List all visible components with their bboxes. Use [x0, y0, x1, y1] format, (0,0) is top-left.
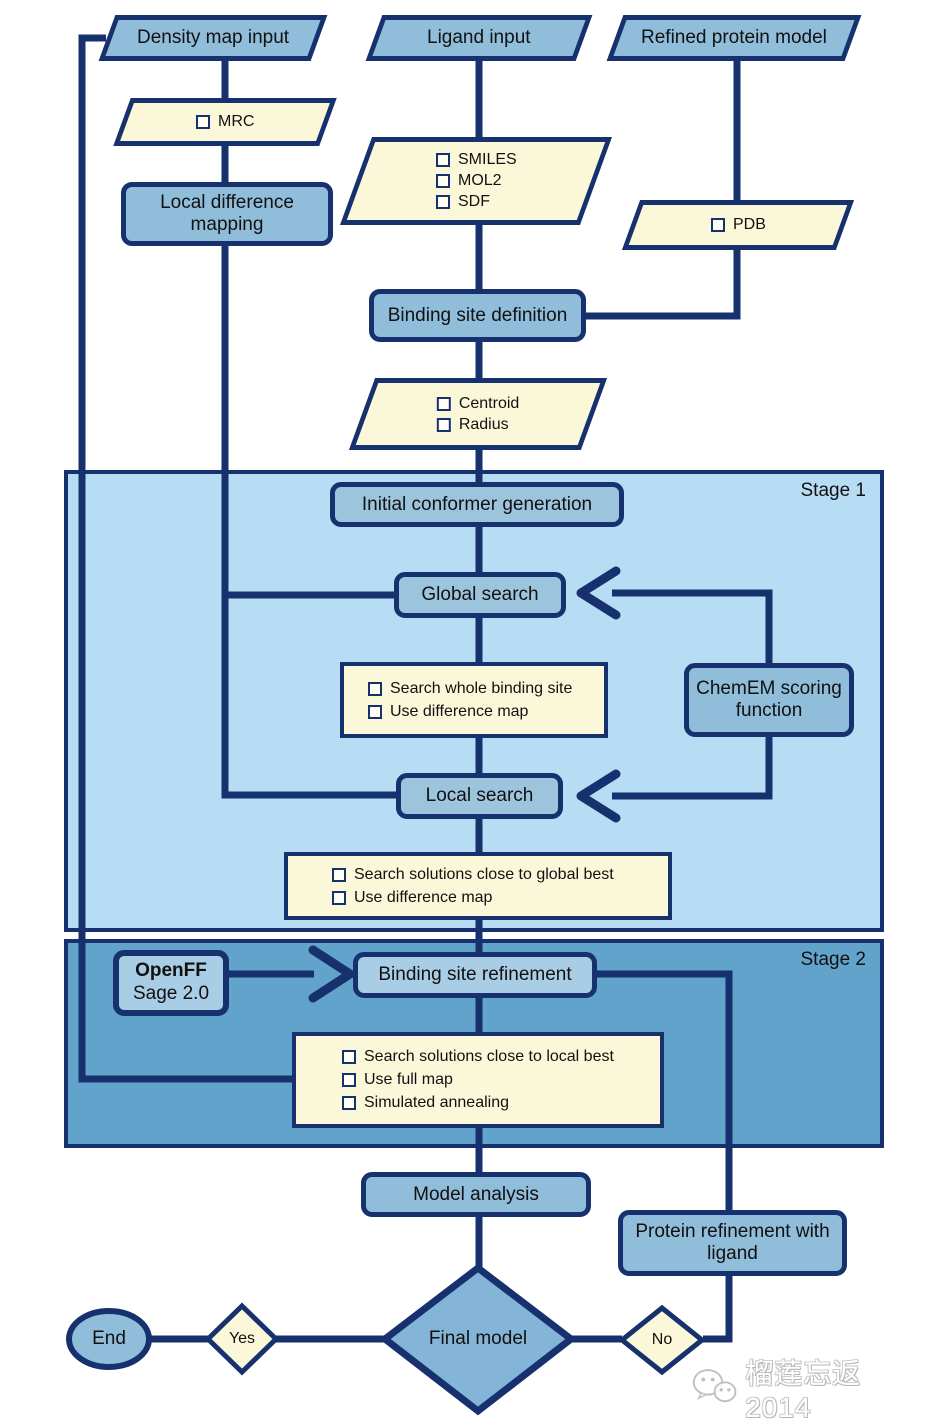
stage1-label: Stage 1 [800, 480, 867, 501]
binding-site-definition-label: Binding site definition [387, 304, 568, 326]
model-analysis-label: Model analysis [413, 1183, 539, 1205]
wechat-icon [692, 1369, 737, 1403]
node-binding-site-refinement: Binding site refinement [353, 952, 597, 998]
no-label: No [651, 1331, 673, 1348]
checkbox-icon [436, 396, 451, 411]
openff-version-label: Sage 2.0 [132, 983, 210, 1004]
edge-chemem-globalsearch [612, 589, 773, 664]
checkbox-icon [435, 174, 450, 188]
ligand-input-label: Ligand input [427, 27, 531, 48]
node-global-search: Global search [394, 572, 566, 618]
watermark-text: 榴莲忘返 2014 [745, 1358, 862, 1423]
refinement-option-label: Search solutions close to local best [364, 1048, 614, 1065]
checkbox-icon [368, 681, 382, 696]
initial-conformer-generation-label: Initial conformer generation [361, 493, 593, 515]
node-global-search-options: Search whole binding site Use difference… [340, 662, 608, 738]
site-parameter-item: Centroid [436, 394, 520, 413]
ligand-format-label: SDF [457, 193, 490, 210]
edge-densitymap-feedback [78, 34, 294, 1083]
ligand-format-item: SMILES [435, 151, 517, 169]
node-chemem-scoring-function: ChemEM scoring function [684, 663, 854, 737]
arrowhead-openff-icon [308, 945, 355, 1003]
ligand-format-item: SDF [435, 193, 490, 211]
node-local-search-options: Search solutions close to global best Us… [284, 852, 672, 920]
arrowhead-globalsearch-icon [576, 566, 621, 620]
checkbox-icon [368, 704, 382, 719]
refinement-option: Search solutions close to local best [342, 1048, 614, 1066]
ligand-format-item: MOL2 [435, 172, 502, 190]
local-search-option: Use difference map [332, 889, 492, 907]
pdb-item: PDB [710, 216, 766, 234]
global-search-label: Global search [421, 584, 539, 606]
node-local-search: Local search [396, 773, 563, 819]
checkbox-icon [342, 1050, 356, 1064]
node-binding-site-definition: Binding site definition [369, 289, 586, 342]
local-search-label: Local search [425, 785, 534, 807]
local-search-option-label: Search solutions close to global best [354, 865, 614, 883]
checkbox-icon [332, 890, 346, 905]
watermark: 榴莲忘返 2014 [690, 1352, 926, 1424]
site-parameter-label: Centroid [458, 394, 520, 412]
checkbox-icon [436, 417, 451, 432]
node-site-parameters: Centroid Radius [348, 378, 608, 450]
checkbox-icon [332, 867, 346, 882]
checkbox-icon [195, 115, 210, 129]
global-search-option-label: Search whole binding site [390, 679, 573, 697]
checkbox-icon [342, 1096, 356, 1110]
density-map-input-label: Density map input [136, 27, 290, 48]
mrc-item: MRC [195, 113, 255, 131]
protein-refinement-label: Protein refinement with ligand [635, 1221, 830, 1264]
node-pdb-format: PDB [621, 200, 855, 250]
node-ligand-input: Ligand input [365, 15, 593, 61]
edge-chemem-localsearch [612, 735, 773, 800]
refined-protein-model-label: Refined protein model [641, 27, 827, 48]
site-parameter-label: Radius [458, 415, 509, 433]
node-initial-conformer-generation: Initial conformer generation [330, 482, 624, 527]
global-search-option-label: Use difference map [390, 702, 529, 720]
local-search-option: Search solutions close to global best [332, 866, 614, 884]
node-local-difference-mapping: Local difference mapping [121, 182, 333, 246]
global-search-option: Search whole binding site [368, 680, 572, 698]
ligand-format-label: MOL2 [457, 172, 502, 189]
local-difference-mapping-label: Local difference mapping [160, 192, 294, 235]
site-parameter-item: Radius [436, 415, 509, 434]
node-refinement-options: Search solutions close to local best Use… [292, 1032, 664, 1128]
node-ligand-formats: SMILES MOL2 SDF [339, 137, 613, 225]
node-model-analysis: Model analysis [361, 1172, 591, 1217]
checkbox-icon [435, 153, 450, 167]
binding-site-refinement-label: Binding site refinement [378, 964, 572, 986]
checkbox-icon [435, 195, 450, 209]
pdb-item-label: PDB [732, 216, 766, 233]
node-mrc-format: MRC [113, 98, 337, 146]
refinement-option: Use full map [342, 1071, 453, 1089]
edge-protein-bindingsite [586, 58, 741, 320]
yes-label: Yes [228, 1330, 256, 1347]
final-model-label: Final model [428, 1328, 528, 1349]
node-density-map-input: Density map input [98, 15, 328, 61]
mrc-item-label: MRC [217, 113, 255, 130]
arrowhead-localsearch-icon [576, 769, 621, 823]
refinement-option: Simulated annealing [342, 1094, 509, 1112]
chemem-scoring-function-label: ChemEM scoring function [696, 678, 842, 721]
stage2-label: Stage 2 [800, 949, 867, 970]
checkbox-icon [342, 1073, 356, 1087]
node-protein-refinement: Protein refinement with ligand [618, 1210, 847, 1276]
edge-refinement-loop [596, 970, 733, 1343]
end-label: End [92, 1328, 126, 1349]
node-refined-protein-model: Refined protein model [606, 15, 862, 61]
node-openff-sage: OpenFF Sage 2.0 [113, 950, 229, 1016]
refinement-option-label: Use full map [364, 1071, 453, 1088]
checkbox-icon [710, 218, 725, 232]
openff-label: OpenFF [135, 960, 207, 982]
refinement-option-label: Simulated annealing [364, 1094, 509, 1111]
ligand-format-label: SMILES [457, 151, 517, 168]
global-search-option: Use difference map [368, 703, 528, 721]
edge-localdiff-localsearch [221, 244, 396, 799]
local-search-option-label: Use difference map [354, 888, 493, 906]
